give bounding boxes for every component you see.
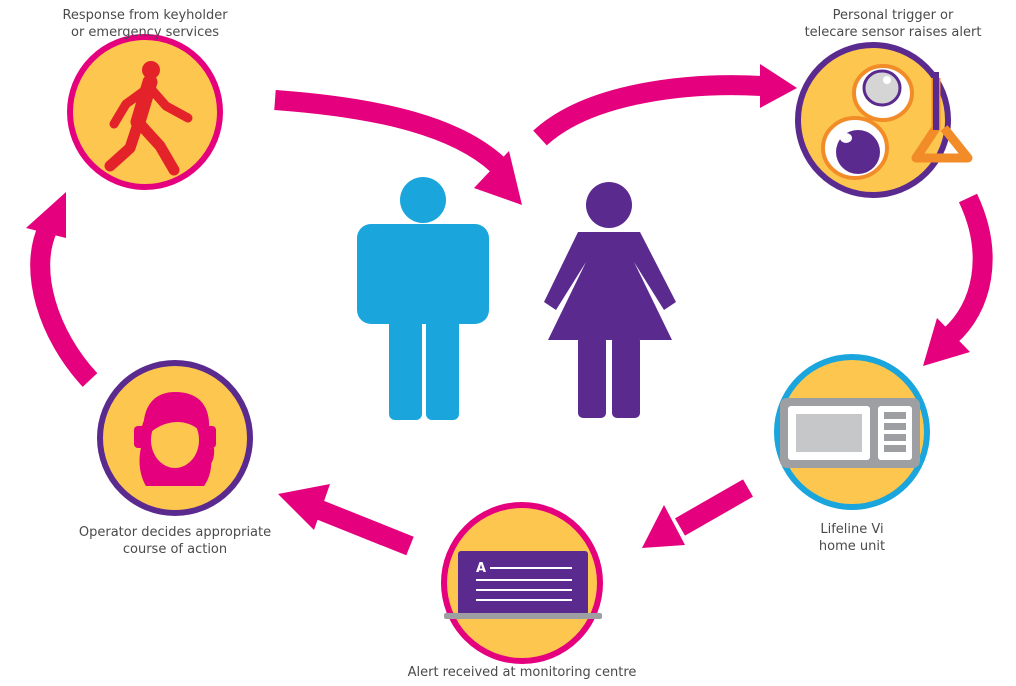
step-home-unit-circle xyxy=(774,354,930,510)
arrows xyxy=(26,64,993,556)
label-trigger-line2: telecare sensor raises alert xyxy=(804,25,982,40)
arrow-people-to-trigger xyxy=(533,64,797,146)
label-trigger: Personal trigger or telecare sensor rais… xyxy=(778,7,1008,41)
svg-text:A: A xyxy=(476,561,486,576)
arrow-response-to-people xyxy=(274,90,522,205)
label-operator-line2: course of action xyxy=(122,542,228,557)
operator-headset-icon xyxy=(134,392,216,486)
arrow-monitoring-to-operator xyxy=(278,484,414,556)
woman-figure-icon xyxy=(544,182,676,418)
man-figure-icon xyxy=(357,177,489,420)
label-home-unit: Lifeline Vi home unit xyxy=(790,521,914,555)
arrow-trigger-to-home-unit xyxy=(923,193,993,366)
label-operator-line1: Operator decides appropriate xyxy=(78,525,272,540)
label-response-line2: or emergency services xyxy=(70,25,219,40)
label-home-unit-line1: Lifeline Vi xyxy=(820,522,884,537)
arrow-home-unit-to-monitoring xyxy=(642,479,753,548)
label-response-line1: Response from keyholder xyxy=(62,8,228,23)
label-home-unit-line2: home unit xyxy=(818,539,886,554)
pendant-and-sensor-icon xyxy=(821,64,973,180)
laptop-icon: A xyxy=(444,551,602,619)
step-operator-circle xyxy=(97,360,253,516)
label-operator: Operator decides appropriate course of a… xyxy=(40,524,310,558)
step-response-circle xyxy=(67,34,223,190)
arrow-operator-to-response xyxy=(26,192,98,387)
step-trigger-circle xyxy=(795,42,973,198)
label-monitoring-line1: Alert received at monitoring centre xyxy=(407,665,637,680)
home-unit-device-icon xyxy=(780,398,920,468)
step-monitoring-circle: A xyxy=(441,502,603,664)
label-monitoring: Alert received at monitoring centre xyxy=(352,664,692,681)
label-trigger-line1: Personal trigger or xyxy=(832,8,954,23)
walking-person-icon xyxy=(104,61,193,176)
label-response: Response from keyholder or emergency ser… xyxy=(25,7,265,41)
